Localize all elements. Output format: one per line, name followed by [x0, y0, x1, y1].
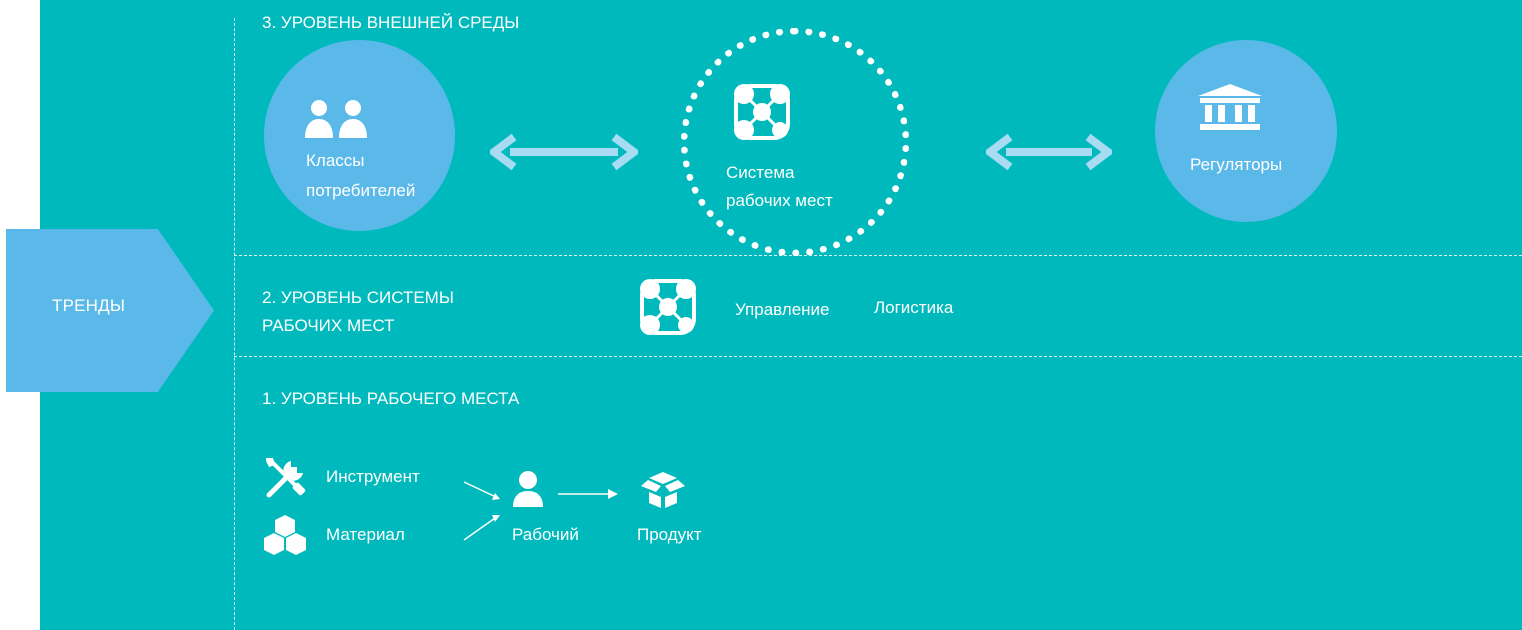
arrow-to-product-icon: [558, 487, 620, 501]
worker-label: Рабочий: [512, 525, 579, 544]
cubes-icon: [262, 513, 308, 555]
product-label: Продукт: [637, 525, 702, 544]
workplace-system-label-line2: рабочих мест: [726, 191, 833, 210]
double-arrow-icon: [986, 133, 1112, 171]
tools-icon: [263, 455, 309, 501]
regulators-label: Регуляторы: [1190, 155, 1283, 174]
tool-label: Инструмент: [326, 467, 420, 486]
arrow-to-worker-icon: [462, 476, 508, 546]
trends-label: ТРЕНДЫ: [52, 296, 126, 315]
network-icon: [636, 275, 700, 339]
logistics-label: Логистика: [874, 298, 954, 317]
divider-level3-level2: [234, 255, 1522, 256]
workplace-system-label-line1: Система: [726, 163, 795, 182]
level1-title: 1. УРОВЕНЬ РАБОЧЕГО МЕСТА: [262, 389, 520, 408]
box-icon: [637, 470, 689, 510]
level2-title-line2: РАБОЧИХ МЕСТ: [262, 316, 395, 335]
level3-title: 3. УРОВЕНЬ ВНЕШНЕЙ СРЕДЫ: [262, 13, 520, 32]
divider-level2-level1: [234, 356, 1522, 357]
material-label: Материал: [326, 525, 405, 544]
level2-title-line1: 2. УРОВЕНЬ СИСТЕМЫ: [262, 288, 454, 307]
user-icon: [512, 470, 544, 508]
network-icon: [730, 80, 794, 144]
consumers-label-line2: потребителей: [306, 181, 416, 200]
management-label: Управление: [735, 300, 830, 319]
double-arrow-icon: [490, 133, 638, 171]
users-icon: [304, 98, 370, 140]
institution-icon: [1196, 82, 1264, 132]
consumers-label-line1: Классы: [306, 151, 365, 170]
vertical-divider: [234, 18, 235, 630]
regulators-circle: [1155, 40, 1337, 222]
workplace-system-circle: [681, 28, 909, 256]
